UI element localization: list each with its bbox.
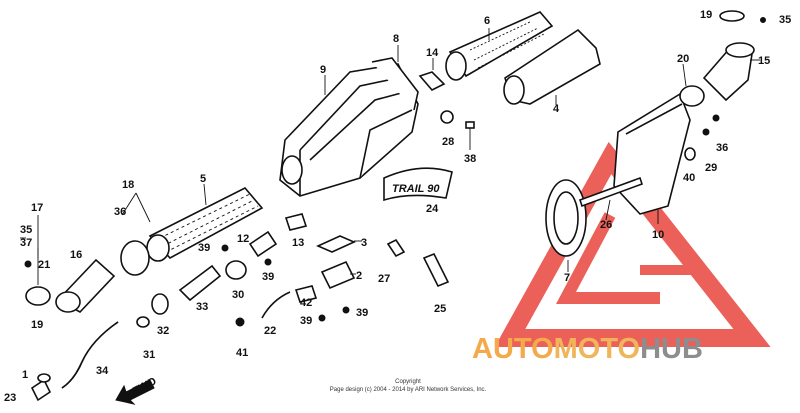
elbow-15 bbox=[702, 42, 755, 102]
part-label-35-right: 35 bbox=[779, 14, 791, 26]
part-label-36-left: 36 bbox=[114, 206, 126, 218]
fitting-42 bbox=[294, 285, 318, 303]
part-label-30: 30 bbox=[232, 289, 244, 301]
bolts-28-38 bbox=[440, 110, 475, 150]
part-label-19-left: 19 bbox=[31, 319, 43, 331]
part-label-4: 4 bbox=[553, 103, 560, 115]
clamp-23 bbox=[30, 378, 52, 402]
part-label-42: 42 bbox=[300, 297, 312, 309]
copyright-notice: Copyright Page design (c) 2004 - 2014 by… bbox=[318, 378, 498, 394]
joint-2 bbox=[320, 260, 356, 290]
part-12 bbox=[248, 230, 278, 258]
air-cleaner-cover-10 bbox=[613, 92, 691, 215]
hose-22 bbox=[261, 291, 291, 319]
part-label-9: 9 bbox=[320, 64, 326, 76]
watermark-auto: AUTO bbox=[472, 333, 554, 365]
copyright-line-2: Page design (c) 2004 - 2014 by ARI Netwo… bbox=[329, 387, 487, 393]
tube-33 bbox=[178, 264, 222, 302]
sensor-25 bbox=[422, 252, 450, 288]
part-label-35-left: 35 bbox=[20, 224, 32, 236]
part-label-3: 3 bbox=[361, 237, 367, 249]
part-label-8: 8 bbox=[393, 33, 399, 45]
part-label-21: 21 bbox=[38, 259, 50, 271]
part-label-10: 10 bbox=[652, 229, 664, 241]
part-label-36-right: 36 bbox=[716, 142, 728, 154]
part-label-32: 32 bbox=[157, 325, 169, 337]
band-18 bbox=[120, 240, 150, 276]
part-label-16: 16 bbox=[70, 249, 82, 261]
tube-26 bbox=[578, 176, 644, 208]
watermark-hub: HUB bbox=[640, 333, 703, 365]
watermark-moto: MOTO bbox=[553, 333, 641, 365]
part-label-38: 38 bbox=[464, 153, 476, 165]
leader-lines bbox=[121, 28, 760, 275]
part-label-5: 5 bbox=[200, 173, 206, 185]
watermark-text: AUTOMOTOHUB bbox=[472, 333, 703, 366]
part-label-31: 31 bbox=[143, 349, 155, 361]
part-13 bbox=[284, 213, 308, 231]
part-label-24: 24 bbox=[426, 203, 439, 215]
trail-90-emblem: TRAIL 90 bbox=[383, 167, 453, 202]
emblem-text: TRAIL 90 bbox=[392, 183, 440, 195]
air-cleaner-case bbox=[279, 63, 419, 197]
part-label-27: 27 bbox=[378, 273, 390, 285]
part-label-28: 28 bbox=[442, 136, 454, 148]
forward-arrow: FWD bbox=[115, 375, 159, 405]
fwd-label: FWD bbox=[131, 375, 159, 397]
clip-31 bbox=[136, 316, 150, 328]
part-14 bbox=[418, 71, 446, 91]
part-label-25: 25 bbox=[434, 303, 446, 315]
case-cover bbox=[371, 57, 419, 111]
part-label-6: 6 bbox=[484, 15, 490, 27]
grommet-40 bbox=[684, 147, 696, 161]
band-19-left bbox=[25, 286, 51, 306]
part-label-14: 14 bbox=[426, 47, 439, 59]
part-label-39-a: 39 bbox=[198, 242, 210, 254]
part-label-39-d: 39 bbox=[356, 307, 368, 319]
part-label-41: 41 bbox=[236, 347, 248, 359]
fitting-27 bbox=[386, 238, 406, 258]
foam-filter bbox=[503, 28, 601, 105]
part-32 bbox=[151, 293, 169, 315]
part-label-39-c: 39 bbox=[300, 315, 312, 327]
part-label-26: 26 bbox=[600, 219, 612, 231]
part-label-2: 2 bbox=[356, 270, 362, 282]
gasket-3 bbox=[316, 235, 356, 253]
part-label-40: 40 bbox=[683, 172, 695, 184]
part-label-19-right: 19 bbox=[700, 9, 712, 21]
part-label-34: 34 bbox=[96, 365, 109, 377]
part-label-15: 15 bbox=[758, 55, 770, 67]
part-label-33: 33 bbox=[196, 301, 208, 313]
part-label-39-b: 39 bbox=[262, 271, 274, 283]
part-label-23: 23 bbox=[4, 392, 16, 404]
part-label-17: 17 bbox=[31, 202, 43, 214]
part-label-29: 29 bbox=[705, 162, 717, 174]
part-label-20: 20 bbox=[677, 53, 689, 65]
clip-30 bbox=[225, 260, 247, 280]
part-label-37: 37 bbox=[20, 237, 32, 249]
intake-pipe bbox=[146, 187, 264, 262]
part-number-labels: 1 2 3 4 5 6 7 8 9 10 12 13 14 15 16 17 1… bbox=[4, 9, 791, 404]
band-20 bbox=[679, 85, 705, 107]
air-element bbox=[445, 11, 554, 81]
copyright-line-1: Copyright bbox=[395, 379, 421, 385]
part-label-7: 7 bbox=[564, 272, 570, 284]
part-label-12: 12 bbox=[237, 233, 249, 245]
part-label-18: 18 bbox=[122, 179, 134, 191]
part-label-13: 13 bbox=[292, 237, 304, 249]
connecting-tube-16 bbox=[55, 258, 116, 313]
part-label-22: 22 bbox=[264, 325, 276, 337]
gasket-7 bbox=[545, 179, 587, 257]
part-label-1: 1 bbox=[22, 369, 28, 381]
band-19-right bbox=[719, 10, 745, 22]
